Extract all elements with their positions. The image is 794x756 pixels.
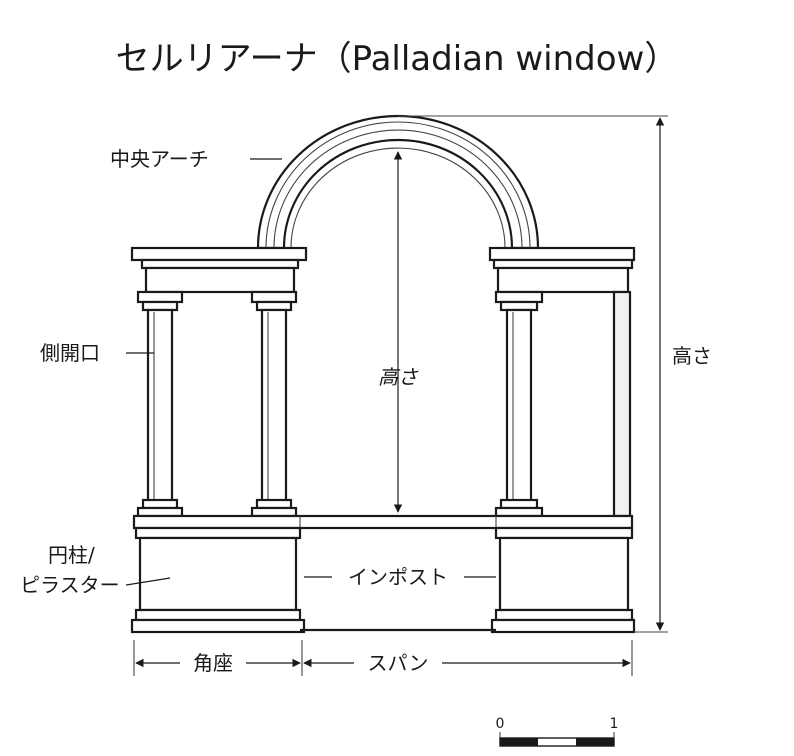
scale-bar <box>499 732 615 747</box>
pedestal-label: 角座 <box>193 651 233 675</box>
central-arch <box>256 114 668 250</box>
column-pilaster-label-line1: 円柱/ <box>48 543 95 567</box>
left-entablature <box>130 246 308 294</box>
scale-bar-start-label: 0 <box>496 716 505 732</box>
overall-height-dimension <box>634 117 668 633</box>
column-left-outer <box>136 290 184 518</box>
impost-label: インポスト <box>348 565 448 589</box>
column-pilaster-leader <box>125 577 171 586</box>
bottom-dimensions <box>133 640 633 676</box>
side-opening-label: 側開口 <box>40 341 100 365</box>
scale-bar-end-label: 1 <box>610 716 619 732</box>
pedestal-left <box>130 526 306 634</box>
center-height-label: 高さ <box>378 365 419 389</box>
column-left-inner <box>250 290 298 518</box>
column-pilaster-label-line2: ピラスター <box>20 573 120 597</box>
column-right-inner <box>494 290 544 518</box>
pedestal-right <box>490 526 636 634</box>
sill-band <box>132 514 634 530</box>
central-arch-label: 中央アーチ <box>110 147 209 171</box>
diagram-title: セルリアーナ（Palladian window） <box>116 39 679 79</box>
span-label: スパン <box>368 651 429 675</box>
overall-height-label: 高さ <box>672 344 712 368</box>
